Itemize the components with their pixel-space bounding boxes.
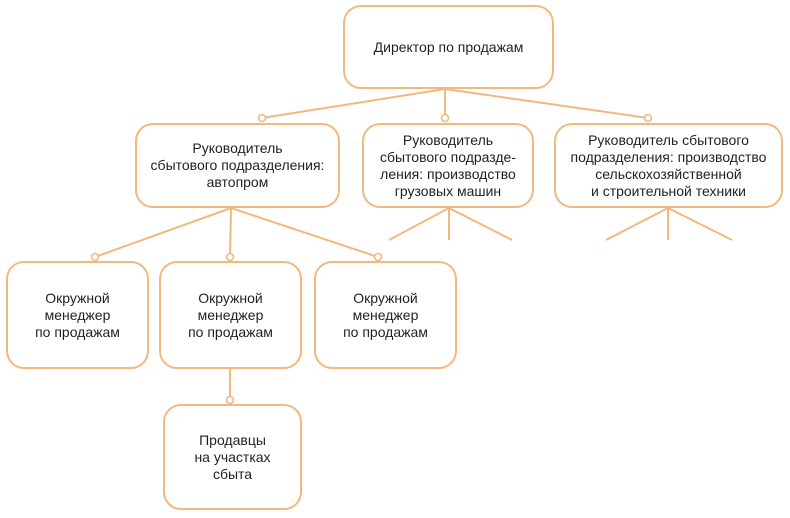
manager-1-line-1: Окружной xyxy=(45,289,110,306)
head-auto-line-2: сбытового подразделения: xyxy=(150,157,325,173)
manager-1-line-2: менеджер xyxy=(44,306,111,323)
head-trucks-line-4: грузовых машин xyxy=(394,182,502,199)
connector-dot-sellers xyxy=(225,395,235,405)
head-trucks-line-1: Руководитель xyxy=(402,131,494,148)
connector-director-to-agri xyxy=(444,88,649,119)
manager-1-line-3: по продажам xyxy=(35,323,120,340)
head-agri-line-4: и строительной техники xyxy=(590,182,746,199)
manager-2-line-3: по продажам xyxy=(188,323,273,340)
manager-1-box: Окружной менеджер по продажам xyxy=(6,261,149,369)
head-agri-line-1: Руководитель сбытового xyxy=(588,131,749,148)
connector-dot-manager-3 xyxy=(373,252,383,262)
manager-2-line-2: менеджер xyxy=(197,306,264,323)
manager-3-line-2: менеджер xyxy=(352,306,419,323)
manager-3-box: Окружной менеджер по продажам xyxy=(314,261,457,369)
director-line-1: Директор по продажам xyxy=(373,38,524,55)
sellers-line-3: сбыта xyxy=(212,465,253,482)
connector-director-to-auto xyxy=(261,88,446,119)
manager-3-line-3: по продажам xyxy=(343,323,428,340)
head-agri-line-2: подразделения: производство xyxy=(570,148,767,165)
connector-dot-manager-2 xyxy=(225,252,235,262)
connector-dot-manager-1 xyxy=(90,252,100,262)
sellers-line-2: на участках xyxy=(194,448,271,465)
manager-2-box: Окружной менеджер по продажам xyxy=(159,261,302,369)
connector-dot-auto xyxy=(257,113,267,123)
connector-dot-agri xyxy=(643,113,653,123)
head-auto-box: Руководитель сбытового подразделения: ав… xyxy=(135,123,340,208)
connector-trucks-stub-right xyxy=(448,207,513,241)
connector-auto-to-manager-2 xyxy=(229,207,232,258)
head-trucks-box: Руководитель сбытового подразде- ления: … xyxy=(362,123,534,208)
head-auto-line-1: Руководитель xyxy=(192,140,283,156)
manager-2-line-1: Окружной xyxy=(198,289,263,306)
head-trucks-line-3: ления: производство xyxy=(380,165,516,182)
connector-dot-trucks xyxy=(440,113,450,123)
head-agri-box: Руководитель сбытового подразделения: пр… xyxy=(554,123,783,208)
head-agri-line-3: сельскохозяйственной xyxy=(595,165,742,182)
sellers-line-1: Продавцы xyxy=(199,431,266,448)
connector-agri-stub-left xyxy=(605,207,669,241)
director-box: Директор по продажам xyxy=(343,5,554,89)
manager-3-line-1: Окружной xyxy=(353,289,418,306)
connector-trucks-stub-left xyxy=(388,207,450,241)
connector-agri-stub-right xyxy=(667,207,733,241)
head-auto-line-3: автопром xyxy=(206,174,269,190)
sellers-box: Продавцы на участках сбыта xyxy=(163,404,302,510)
head-trucks-line-2: сбытового подразде- xyxy=(379,148,517,165)
connector-auto-to-manager-3 xyxy=(230,207,379,258)
connector-auto-to-manager-1 xyxy=(94,207,232,258)
